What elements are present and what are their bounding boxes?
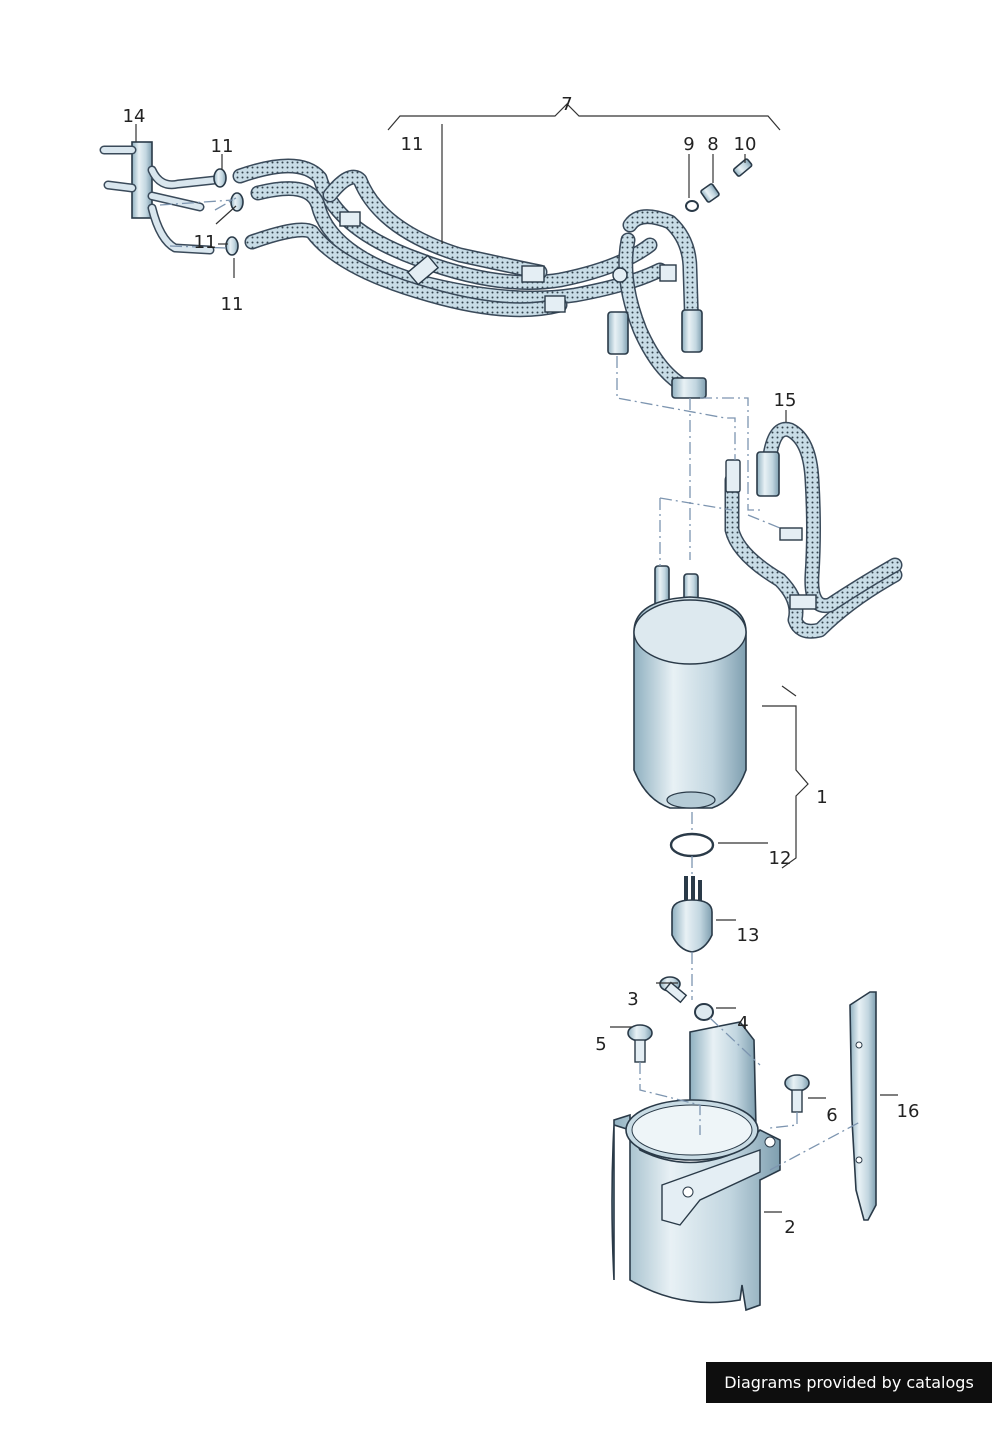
- regulating-valve: [671, 876, 713, 953]
- washer: [694, 1003, 714, 1021]
- callout-12: 12: [769, 848, 792, 869]
- callout-10: 10: [734, 134, 757, 155]
- screw-3: [659, 976, 688, 1004]
- callout-4: 4: [737, 1013, 748, 1034]
- callout-15: 15: [774, 390, 797, 411]
- hose-band: [659, 264, 677, 282]
- hose-band: [521, 265, 545, 283]
- callout-labels: 7 11 14 11 11 11 9 8 10 15 1 12 13 3 4 5…: [123, 94, 920, 1238]
- assembly-lines: [159, 197, 861, 1171]
- callout-11: 11: [194, 232, 217, 253]
- callout-8: 8: [707, 134, 718, 155]
- filter-bracket: [611, 1021, 781, 1312]
- callout-13: 13: [737, 925, 760, 946]
- callout-1: 1: [816, 787, 827, 808]
- t-piece: [779, 527, 803, 541]
- callout-11: 11: [221, 294, 244, 315]
- hose-fitting: [612, 267, 628, 283]
- filter-top: [633, 599, 747, 665]
- pipe-end: [725, 459, 741, 493]
- filter-bottom-neck: [666, 791, 716, 809]
- callout-14: 14: [123, 106, 146, 127]
- quick-connector: [671, 377, 707, 399]
- callout-6: 6: [826, 1105, 837, 1126]
- o-ring: [685, 200, 699, 212]
- callout-2: 2: [784, 1217, 795, 1238]
- screw-5: [627, 1024, 653, 1063]
- hose-clip: [225, 236, 239, 256]
- fitting: [700, 183, 720, 203]
- screw-6: [784, 1074, 810, 1113]
- parts-diagram: 7 11 14 11 11 11 9 8 10 15 1 12 13 3 4 5…: [99, 94, 920, 1312]
- quick-connector: [756, 451, 780, 497]
- hose-assembly: [724, 421, 903, 639]
- callout-11: 11: [401, 134, 424, 155]
- quick-connector: [607, 311, 629, 355]
- callout-9: 9: [683, 134, 694, 155]
- hose-band: [544, 295, 566, 313]
- leader-lines: [135, 103, 898, 1213]
- hose-band: [789, 594, 817, 610]
- connector-block: [131, 141, 153, 219]
- diagram-credit-banner: Diagrams provided by catalogs parts: [706, 1362, 992, 1433]
- callout-11: 11: [211, 136, 234, 157]
- fuel-line-bundle: [99, 141, 753, 399]
- quick-connector: [681, 309, 703, 353]
- callout-7: 7: [561, 94, 572, 115]
- diagram-credit-text: Diagrams provided by catalogs parts: [724, 1373, 974, 1433]
- hose-clip: [213, 168, 227, 188]
- hose-band: [406, 254, 440, 286]
- callout-5: 5: [595, 1034, 606, 1055]
- filter-seal-ring: [669, 832, 715, 858]
- callout-3: 3: [627, 989, 638, 1010]
- heat-shield: [849, 991, 877, 1221]
- hose-band: [339, 211, 361, 227]
- fuel-filter: [633, 565, 747, 809]
- screw: [732, 158, 753, 177]
- hose-clip: [230, 192, 244, 212]
- callout-16: 16: [897, 1101, 920, 1122]
